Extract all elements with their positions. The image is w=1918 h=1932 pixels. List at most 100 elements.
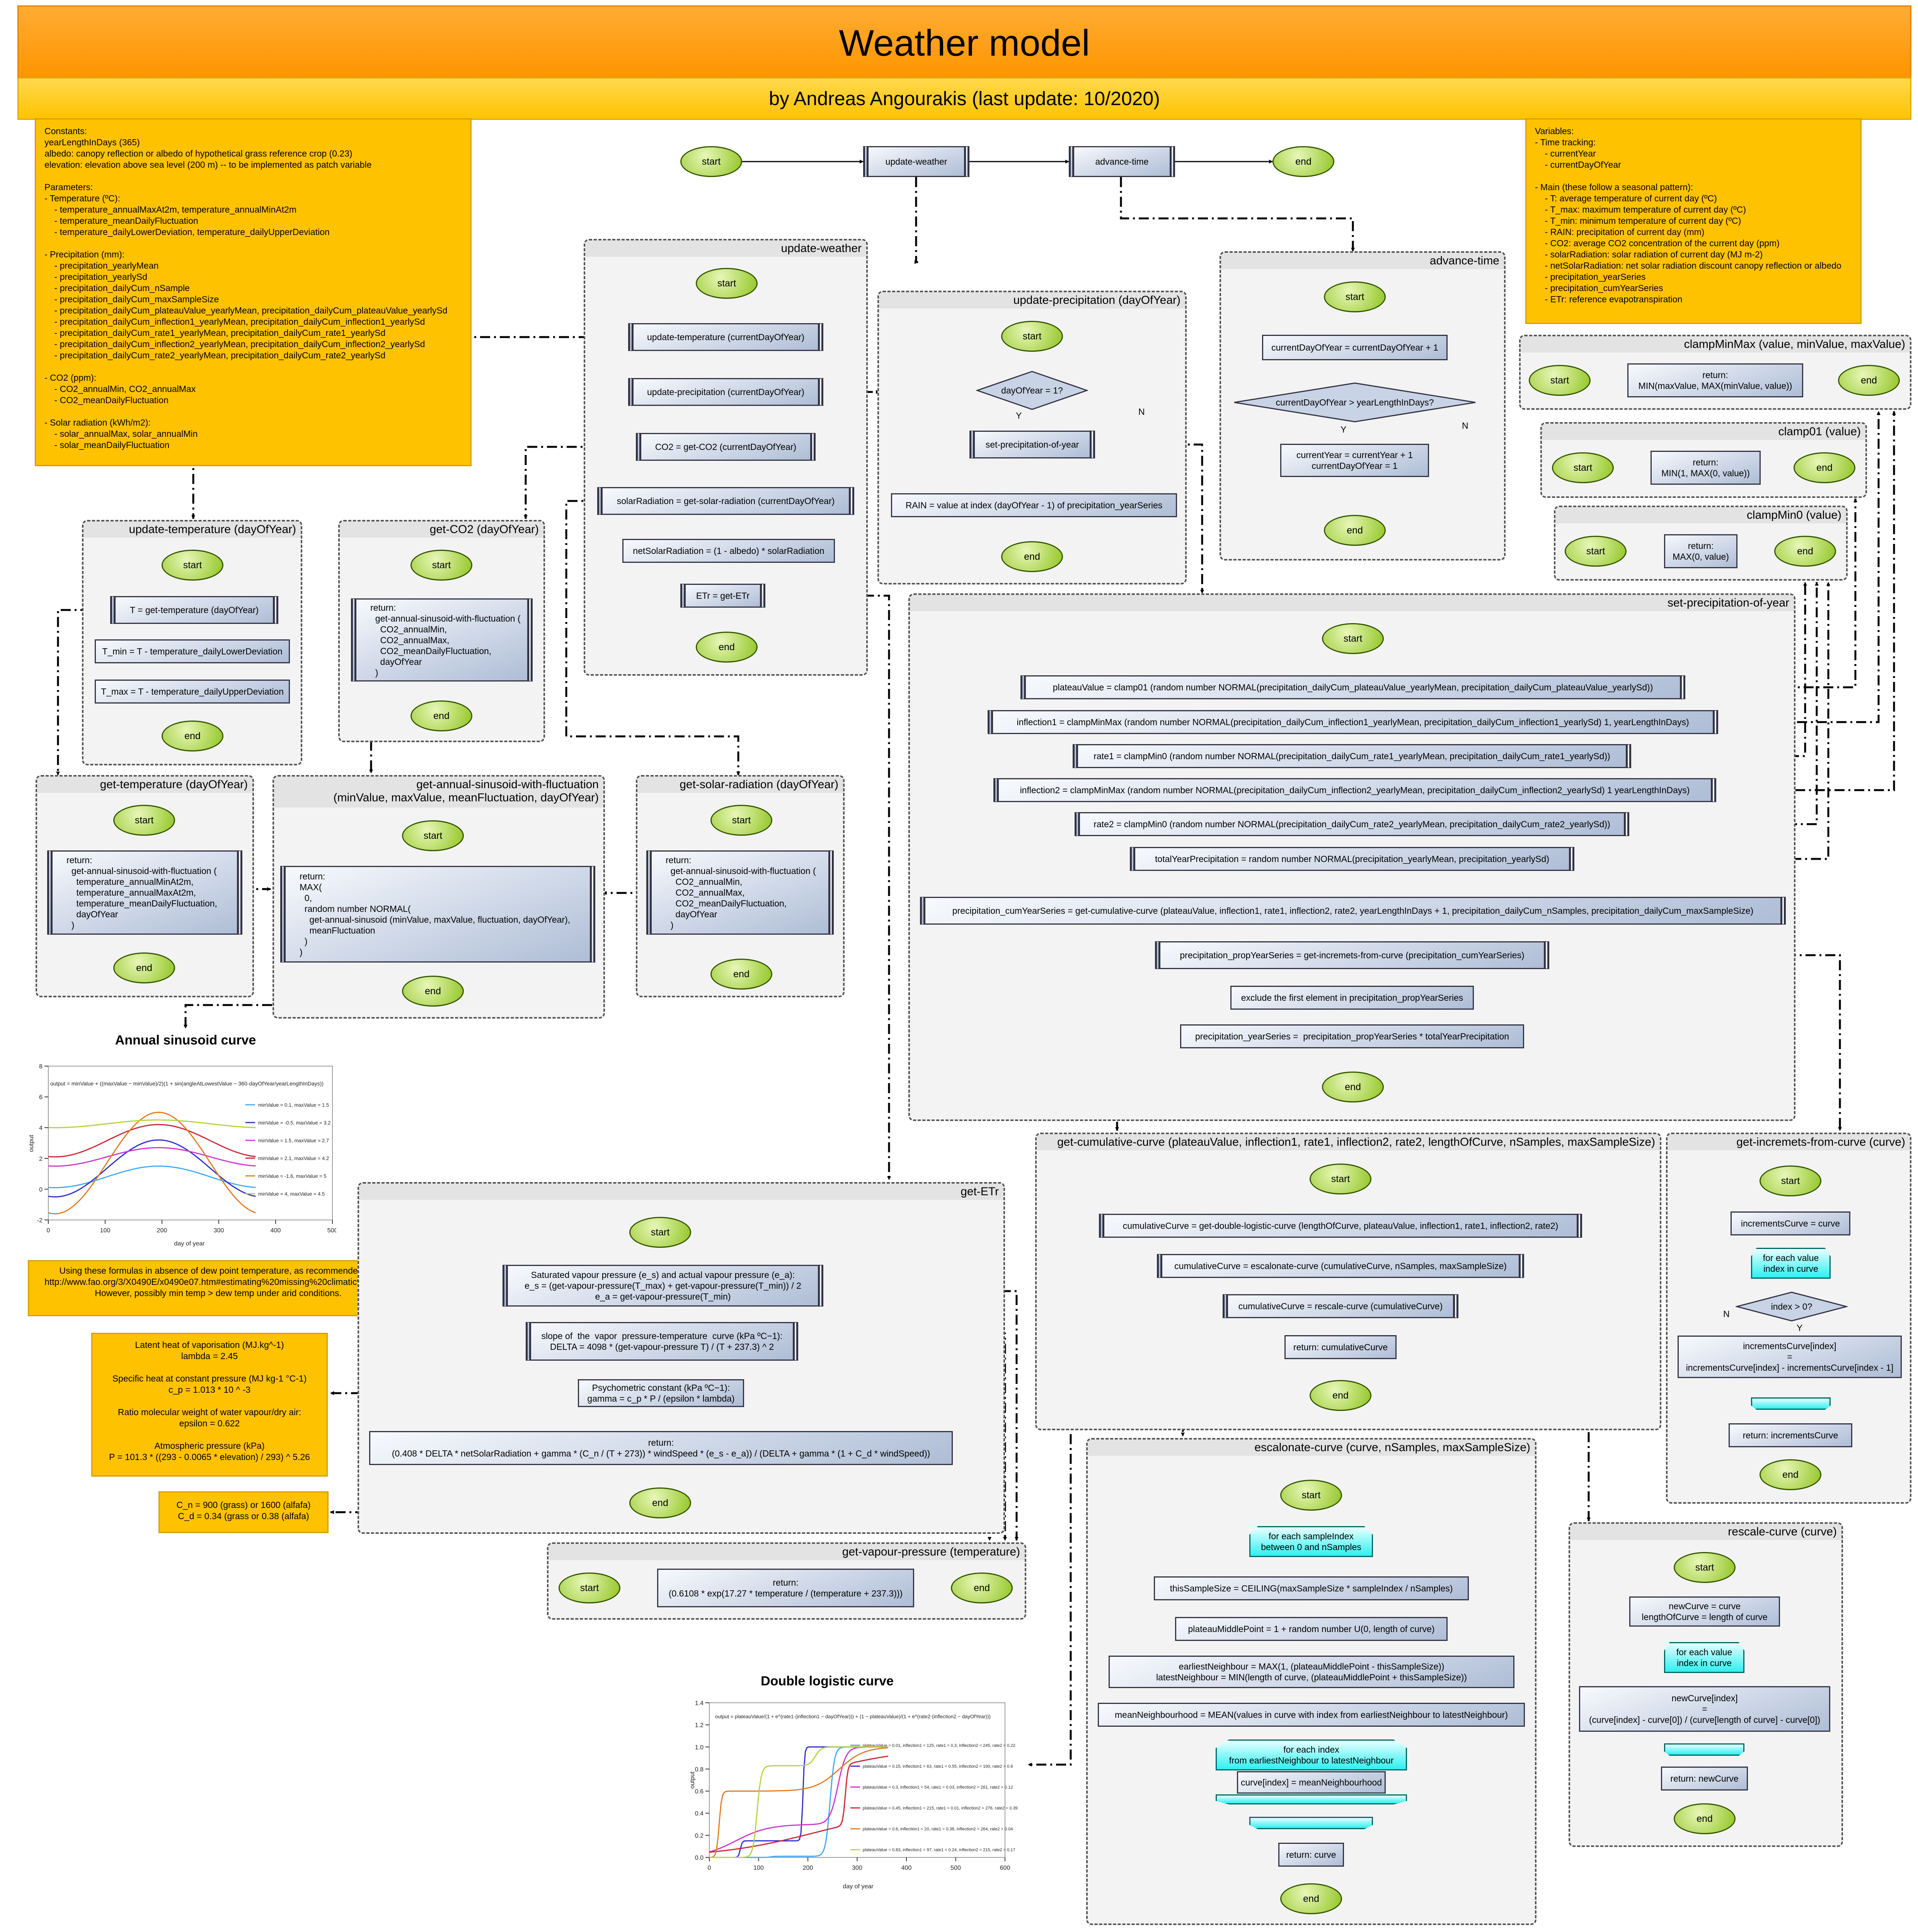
formula-label: output = minValue + ((maxValue − minValu…: [50, 1080, 324, 1087]
clamp01-end: end: [1794, 452, 1855, 483]
get-solar-end: end: [710, 959, 772, 990]
yes-label: Y: [1016, 411, 1022, 421]
set-precipitation-end: end: [1322, 1072, 1384, 1102]
advance-time-call: advance-time: [1069, 146, 1175, 177]
vapour-pressure-step: Saturated vapour pressure (e_s) and actu…: [502, 1265, 823, 1307]
y-tick-label: 1.0: [695, 1744, 703, 1751]
get-etr-end: end: [629, 1487, 691, 1518]
update-weather-start: start: [696, 268, 758, 299]
get-solar-title: get-solar-radiation (dayOfYear): [680, 778, 838, 791]
constants-note: Constants: yearLengthInDays (365) albedo…: [35, 118, 472, 466]
rescale-value-step: newCurve[index] = (curve[index] - curve[…: [1579, 1686, 1830, 1732]
x-tick-label: 300: [852, 1865, 862, 1871]
cumulative-curve-start: start: [1310, 1164, 1371, 1194]
x-tick-label: 0: [47, 1227, 50, 1234]
y-tick-label: 0.0: [695, 1855, 703, 1861]
series-line: [48, 1147, 256, 1167]
neighbours-step: earliestNeighbour = MAX(1, (plateauMiddl…: [1109, 1656, 1514, 1688]
series-line: [709, 1755, 889, 1853]
call-connector: [1095, 443, 1204, 594]
x-tick-label: 300: [214, 1227, 224, 1234]
x-tick-label: 400: [901, 1865, 912, 1871]
sample-size-step: thisSampleSize = CEILING(maxSampleSize *…: [1154, 1576, 1469, 1600]
y-tick-label: 1.2: [695, 1722, 703, 1729]
x-tick-label: 200: [803, 1865, 813, 1871]
series-line: [709, 1747, 888, 1858]
co2-assignment: CO2 = get-CO2 (currentDayOfYear): [636, 433, 816, 461]
increments-start: start: [1760, 1165, 1821, 1196]
index-condition: index > 0?: [1771, 1301, 1812, 1312]
variables-note: Variables: - Time tracking: - currentYea…: [1525, 118, 1862, 324]
legend-entry: minValue = -1.6, maxValue = 5: [258, 1173, 327, 1179]
double-logistic-step: cumulativeCurve = get-double-logistic-cu…: [1099, 1214, 1582, 1238]
clamp01-return: return: MIN(1, MAX(0, value)): [1651, 451, 1761, 485]
y-tick-label: 1.4: [695, 1700, 703, 1707]
rescale-start: start: [1674, 1552, 1736, 1583]
series-line: [48, 1139, 256, 1198]
net-solar-radiation-step: netSolarRadiation = (1 - albedo) * solar…: [622, 539, 835, 563]
update-precipitation-title: update-precipitation (dayOfYear): [1013, 294, 1180, 307]
call-connector: [1120, 177, 1355, 252]
x-tick-label: 0: [708, 1865, 711, 1871]
increment-diff-step: incrementsCurve[index] = incrementsCurve…: [1678, 1336, 1902, 1378]
get-temperature-title: get-temperature (dayOfYear): [100, 778, 248, 791]
sinusoid-plot-area: [48, 1066, 333, 1220]
legend-entry: minValue = 1.5, maxValue = 2.7: [258, 1138, 329, 1143]
clamp-minmax-start: start: [1529, 365, 1591, 396]
clamp01-title: clamp01 (value): [1778, 425, 1861, 438]
new-year-step: currentYear = currentYear + 1 currentDay…: [1280, 444, 1429, 477]
total-year-precipitation-step: totalYearPrecipitation = random number N…: [1130, 847, 1574, 871]
legend-entry: plateauValue = 0.15, inflection1 = 63, r…: [863, 1764, 1013, 1769]
psychometric-step: Psychometric constant (kPa ºC−1): gamma …: [578, 1379, 744, 1407]
y-tick-label: 0.2: [695, 1833, 703, 1839]
y-tick-label: 8: [39, 1063, 43, 1070]
crop-coefficients-note: C_n = 900 (grass) or 1600 (alfafa) C_d =…: [158, 1491, 329, 1533]
clamp0-title: clampMin0 (value): [1746, 509, 1841, 521]
exclude-first-element-step: exclude the first element in precipitati…: [1230, 986, 1474, 1010]
call-connector: [915, 177, 918, 264]
update-precipitation-end: end: [1001, 541, 1063, 572]
sinusoid-start: start: [402, 820, 464, 851]
x-axis-label: day of year: [843, 1883, 874, 1890]
increments-loop-end: [1751, 1397, 1831, 1410]
call-connector: [565, 500, 740, 775]
call-connector: [56, 609, 110, 775]
set-precipitation-title: set-precipitation-of-year: [1667, 596, 1789, 609]
set-precipitation-call: set-precipitation-of-year: [969, 431, 1095, 458]
slope-step: slope of the vapor pressure-temperature …: [526, 1322, 798, 1361]
y-tick-label: 6: [39, 1094, 43, 1101]
x-tick-label: 500: [327, 1227, 336, 1234]
yes-label: Y: [1797, 1323, 1803, 1333]
cumulative-return: return: cumulativeCurve: [1284, 1335, 1397, 1359]
legend-entry: minValue = 0.1, maxValue = 1.5: [258, 1102, 329, 1108]
clamp-minmax-title: clampMinMax (value, minValue, maxValue): [1684, 338, 1905, 351]
increments-return: return: incrementsCurve: [1729, 1423, 1852, 1447]
clamp0-start: start: [1565, 536, 1627, 567]
get-etr-start: start: [629, 1217, 691, 1248]
get-co2-title: get-CO2 (dayOfYear): [429, 523, 539, 536]
clamp0-return: return: MAX(0, value): [1664, 534, 1737, 568]
update-temperature-start: start: [162, 550, 223, 581]
advance-time-end: end: [1324, 515, 1386, 546]
proportional-series-step: precipitation_propYearSeries = get-incre…: [1155, 941, 1549, 969]
update-precipitation-call: update-precipitation (currentDayOfYear): [628, 378, 823, 406]
y-tick-label: 4: [39, 1125, 43, 1131]
cumulative-curve-title: get-cumulative-curve (plateauValue, infl…: [1057, 1136, 1655, 1148]
get-co2-end: end: [411, 700, 472, 731]
rate1-step: rate1 = clampMin0 (random number NORMAL(…: [1073, 744, 1631, 768]
day-one-condition: dayOfYear = 1?: [1001, 385, 1063, 395]
x-tick-label: 500: [950, 1865, 961, 1871]
y-tick-label: 0.8: [695, 1766, 703, 1773]
get-solar-start: start: [710, 805, 772, 836]
series-line: [48, 1111, 256, 1215]
sample-loop-start: for each sampleIndex between 0 and nSamp…: [1249, 1526, 1373, 1557]
increments-end: end: [1760, 1459, 1821, 1490]
legend-entry: minValue = 4, maxValue = 4.5: [258, 1191, 325, 1197]
series-line: [709, 1746, 888, 1858]
vapour-pressure-end: end: [951, 1573, 1013, 1603]
call-connector: [1549, 954, 1842, 1131]
vapour-pressure-title: get-vapour-pressure (temperature): [842, 1545, 1020, 1558]
legend-entry: plateauValue = 0.45, inflection1 = 215, …: [863, 1806, 1018, 1811]
